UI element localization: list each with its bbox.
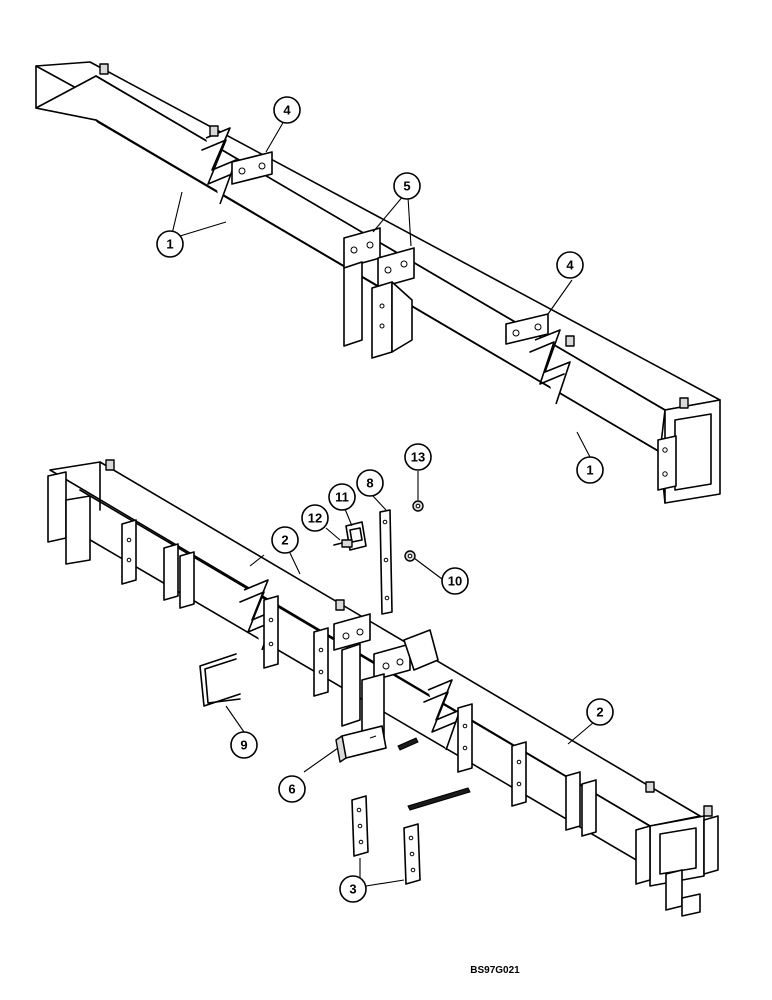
callouts: 1 1 1 4 5 4 13 8 11 12 10 2 2 9 6 3 xyxy=(156,96,614,903)
svg-text:12: 12 xyxy=(308,511,322,526)
svg-text:10: 10 xyxy=(448,574,462,589)
svg-text:1: 1 xyxy=(166,237,173,252)
callout-12: 12 xyxy=(301,504,329,532)
callout-4-upper-right: 4 xyxy=(556,251,584,279)
bolt-12 xyxy=(333,539,353,548)
svg-text:5: 5 xyxy=(403,179,410,194)
bracket-left-end xyxy=(47,471,91,565)
svg-text:11: 11 xyxy=(335,490,349,505)
svg-text:2: 2 xyxy=(281,533,288,548)
bracket-4-left xyxy=(231,151,273,185)
svg-text:4: 4 xyxy=(283,103,291,118)
drawing-code: BS97G021 xyxy=(470,965,520,976)
callout-10: 10 xyxy=(441,567,469,595)
callout-4-upper-left: 4 xyxy=(273,96,301,124)
nut-10 xyxy=(404,550,416,562)
bracket-4-right xyxy=(505,313,549,345)
callout-2-right: 2 xyxy=(586,698,614,726)
svg-text:3: 3 xyxy=(349,882,356,897)
callout-1-c: 1 xyxy=(576,456,604,484)
wear-block-6 xyxy=(335,725,419,763)
shank-plate-3-left xyxy=(351,795,369,857)
callout-3: 3 xyxy=(339,875,367,903)
leader-lines xyxy=(171,120,595,887)
svg-text:9: 9 xyxy=(240,738,247,753)
svg-text:6: 6 xyxy=(288,782,295,797)
strap-8 xyxy=(379,509,393,615)
svg-text:13: 13 xyxy=(411,450,425,465)
rod xyxy=(407,787,471,811)
callout-9: 9 xyxy=(230,731,258,759)
callout-1-a: 1 xyxy=(156,230,184,258)
mounting-plates-5 xyxy=(343,227,415,359)
callout-2-left: 2 xyxy=(271,526,299,554)
callout-11: 11 xyxy=(328,483,356,511)
callout-6: 6 xyxy=(278,775,306,803)
u-bolt-9 xyxy=(199,653,241,707)
svg-text:2: 2 xyxy=(596,705,603,720)
svg-text:4: 4 xyxy=(566,258,574,273)
svg-text:1: 1 xyxy=(586,463,593,478)
nut-13 xyxy=(412,500,424,512)
callout-8: 8 xyxy=(356,469,384,497)
callout-13: 13 xyxy=(404,443,432,471)
lower-frame-beam xyxy=(49,459,713,887)
svg-text:8: 8 xyxy=(366,476,373,491)
callout-5: 5 xyxy=(393,172,421,200)
shank-plate-3-right xyxy=(403,823,421,885)
